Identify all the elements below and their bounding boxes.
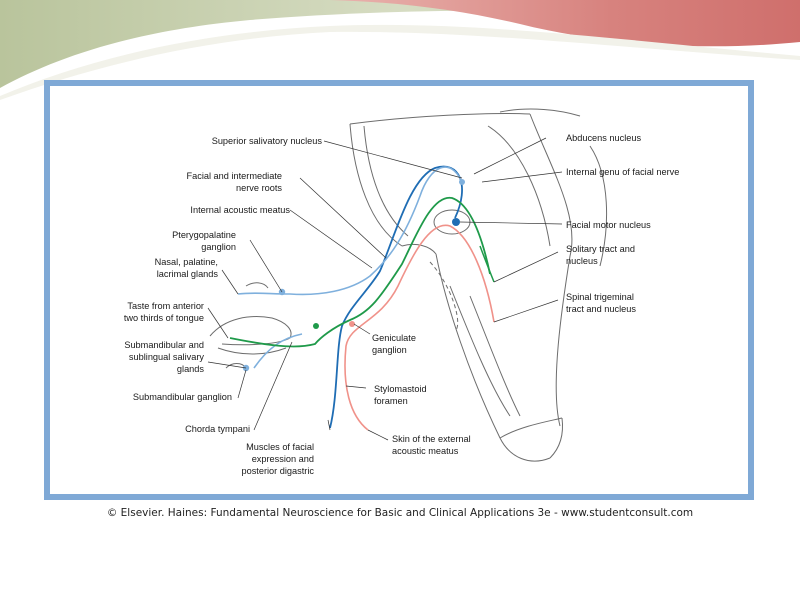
figure-frame: Superior salivatory nucleus Facial and i… (44, 80, 754, 500)
label-nasal-line1: Nasal, palatine, (155, 257, 218, 267)
label-submandibular-ganglion: Submandibular ganglion (133, 392, 232, 402)
decorative-banner (0, 0, 800, 100)
nerve-taste-green (229, 197, 491, 348)
label-stylomastoid-line2: foramen (374, 396, 408, 406)
label-internal-acoustic-meatus: Internal acoustic meatus (190, 205, 290, 215)
label-skin-line1: Skin of the external (392, 434, 471, 444)
label-facial-intermediate-line2: nerve roots (236, 183, 282, 193)
label-submandibular-line2: sublingual salivary (129, 352, 204, 362)
label-abducens-nucleus: Abducens nucleus (566, 133, 641, 143)
banner-rose-swoosh (330, 0, 800, 47)
label-chorda-tympani: Chorda tympani (185, 424, 250, 434)
geniculate-ganglion-pink-dot (349, 321, 355, 327)
label-spinal-trigeminal-line1: Spinal trigeminal (566, 292, 634, 302)
label-solitary-line1: Solitary tract and (566, 244, 635, 254)
label-submandibular-line1: Submandibular and (124, 340, 204, 350)
label-taste-line1: Taste from anterior (127, 301, 204, 311)
label-spinal-trigeminal-line2: tract and nucleus (566, 304, 636, 314)
label-pterygopalatine-line2: ganglion (201, 242, 236, 252)
brainstem-outline (349, 108, 608, 462)
label-submandibular-line3: glands (177, 364, 204, 374)
label-solitary-line2: nucleus (566, 256, 598, 266)
banner-light-streak (0, 24, 800, 100)
label-pterygopalatine-line1: Pterygopalatine (172, 230, 236, 240)
geniculate-ganglion-green-dot (313, 323, 319, 329)
label-muscles-line3: posterior digastric (241, 466, 314, 476)
label-geniculate-line2: ganglion (372, 345, 407, 355)
label-internal-genu: Internal genu of facial nerve (566, 167, 679, 177)
facial-motor-nucleus-dot (452, 218, 460, 226)
label-muscles-line2: expression and (252, 454, 314, 464)
nerve-solitary-green (479, 245, 495, 283)
label-geniculate-line1: Geniculate (372, 333, 416, 343)
label-facial-motor-nucleus: Facial motor nucleus (566, 220, 651, 230)
label-superior-salivatory-nucleus: Superior salivatory nucleus (212, 136, 323, 146)
facial-nerve-diagram: Superior salivatory nucleus Facial and i… (124, 108, 680, 476)
salivatory-nucleus-dot (459, 179, 465, 185)
label-nasal-line2: lacrimal glands (157, 269, 219, 279)
tongue-outline (209, 282, 292, 369)
label-facial-intermediate-line1: Facial and intermediate (187, 171, 283, 181)
leader-lines (207, 137, 563, 441)
copyright-caption: © Elsevier. Haines: Fundamental Neurosci… (106, 507, 694, 519)
label-skin-line2: acoustic meatus (392, 446, 459, 456)
nerve-sensory-pink (344, 224, 495, 431)
diagram-labels: Superior salivatory nucleus Facial and i… (124, 133, 680, 476)
banner-sage-swoosh (0, 0, 800, 88)
label-muscles-line1: Muscles of facial (246, 442, 314, 452)
label-taste-line2: two thirds of tongue (124, 313, 204, 323)
label-stylomastoid-line1: Stylomastoid (374, 384, 427, 394)
